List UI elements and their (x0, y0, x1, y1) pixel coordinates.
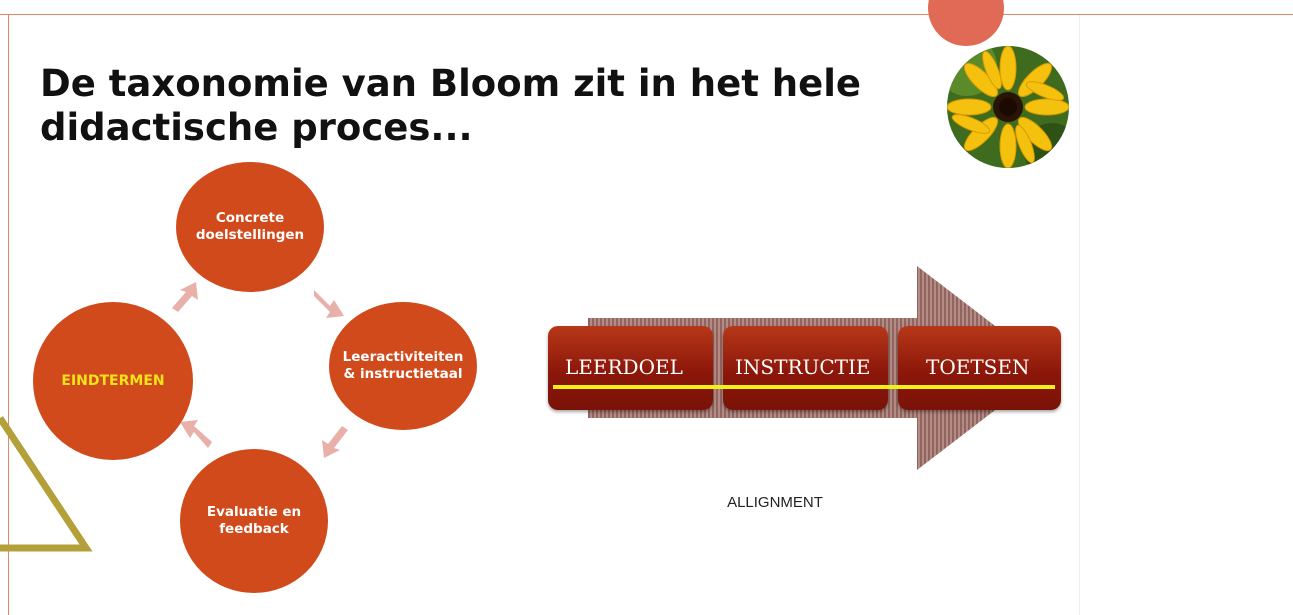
cycle-step-evaluation: Evaluatie en feedback (180, 449, 328, 593)
alignment-caption: ALLIGNMENT (727, 494, 823, 511)
cycle-step-label: EINDTERMEN (61, 372, 165, 389)
cycle-step-label: Evaluatie en feedback (206, 504, 302, 537)
alignment-line (553, 385, 1055, 389)
stage-box-leerdoel (548, 326, 713, 410)
cycle-step-concrete-goals: Concrete doelstellingen (176, 162, 324, 292)
slide-title: De taxonomie van Bloom zit in het hele d… (40, 62, 861, 149)
decorative-triangle (0, 416, 93, 552)
cycle-step-eindtermen: EINDTERMEN (33, 302, 193, 460)
slide-border-left (8, 14, 9, 615)
cycle-step-learning-activities: Leeractiviteiten & instructietaal (329, 302, 477, 430)
slide-border-top (0, 14, 1293, 15)
stage-label-leerdoel: LEERDOEL (565, 355, 683, 379)
stage-label-toetsen: TOETSEN (926, 355, 1030, 379)
stage-box-instructie (723, 326, 888, 410)
right-side-panel (1079, 15, 1293, 615)
cycle-step-label: Concrete doelstellingen (195, 210, 305, 243)
cycle-step-label: Leeractiviteiten & instructietaal (342, 349, 464, 382)
stage-box-toetsen (898, 326, 1061, 410)
stage-label-instructie: INSTRUCTIE (735, 355, 871, 379)
